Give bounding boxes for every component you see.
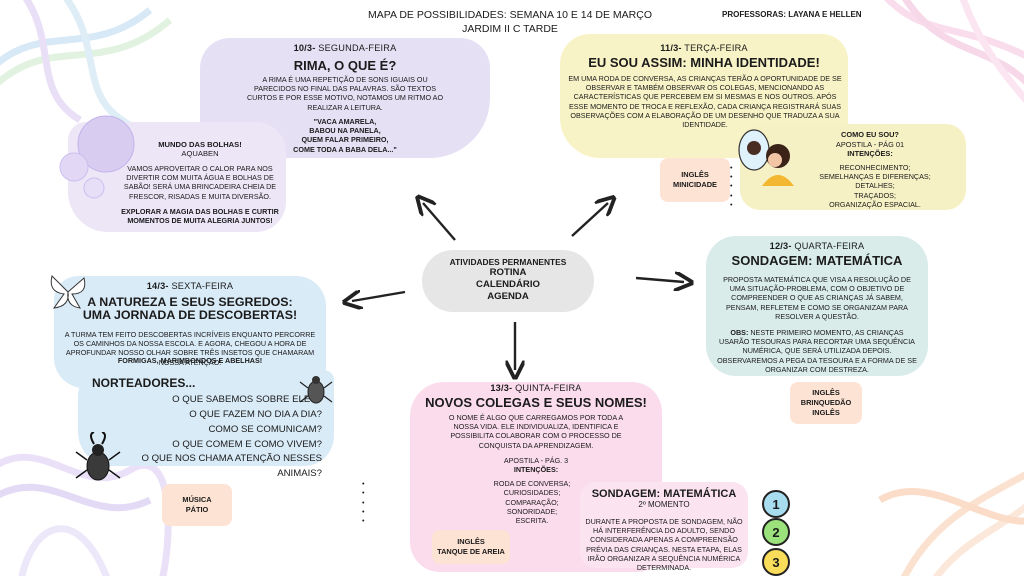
list-item: COMO SE COMUNICAM? <box>208 423 322 435</box>
identity-list: RECONHECIMENTO; SEMELHANÇAS E DIFERENÇAS… <box>730 163 950 209</box>
beetle-icon <box>299 376 333 404</box>
friday-card-lower <box>78 370 334 466</box>
list-item: O QUE NOS CHAMA ATENÇÃO NESSES ANIMAIS? <box>141 453 322 480</box>
friday-insects: FORMIGAS, MARIMBONDOS E ABELHAS! <box>117 356 263 365</box>
friday-title: A NATUREZA E SEUS SEGREDOS:UMA JORNADA D… <box>82 295 298 323</box>
center-text: ATIVIDADES PERMANENTES ROTINA CALENDÁRIO… <box>449 257 567 302</box>
list-item: RODA DE CONVERSA; <box>362 479 632 489</box>
list-item: CURIOSIDADES; <box>362 488 632 498</box>
tuesday-date: 11/3- TERÇA-FEIRA <box>660 43 748 53</box>
thursday-body: O NOME É ALGO QUE CARREGAMOS POR TODA A … <box>448 413 624 450</box>
sondagem-heading: SONDAGEM: MATEMÁTICA 2º MOMENTO <box>591 488 737 509</box>
thursday-date: 13/3- QUINTA-FEIRA <box>490 383 582 393</box>
tuesday-body: EM UMA RODA DE CONVERSA, AS CRIANÇAS TER… <box>568 74 842 130</box>
moth-icon <box>50 275 86 309</box>
monday-title: RIMA, O QUE É? <box>293 58 397 73</box>
tuesday-title: EU SOU ASSIM: MINHA IDENTIDADE! <box>588 55 820 70</box>
step-1-badge: 1 <box>762 490 790 518</box>
monday-date: 10/3- SEGUNDA-FEIRA <box>293 43 397 53</box>
arrow-monday <box>423 203 456 241</box>
header: MAPA DE POSSIBILIDADES: SEMANA 10 E 14 D… <box>330 8 690 36</box>
list-item: ESCRITA. <box>362 516 632 526</box>
list-item: ORGANIZAÇÃO ESPACIAL. <box>730 200 950 209</box>
list-item: O QUE COMEM E COMO VIVEM? <box>172 438 322 450</box>
list-item: TRAÇADOS; <box>730 191 950 200</box>
thursday-heading: APOSTILA - PÁG. 3 INTENÇÕES: <box>503 456 569 475</box>
identity-heading: COMO EU SOU? APOSTILA - PÁG 01 INTENÇÕES… <box>835 130 905 159</box>
page-title: MAPA DE POSSIBILIDADES: SEMANA 10 E 14 D… <box>368 9 652 21</box>
thursday-title: NOVOS COLEGAS E SEUS NOMES! <box>425 395 647 410</box>
bubbles-heading: MUNDO DAS BOLHAS! AQUABEN <box>158 140 242 159</box>
step-2-badge: 2 <box>762 518 790 546</box>
wednesday-obs: OBS: NESTE PRIMEIRO MOMENTO, AS CRIANÇAS… <box>717 328 917 374</box>
teachers-label: PROFESSORAS: LAYANA E HELLEN <box>722 10 862 19</box>
page-subtitle: JARDIM II C TARDE <box>462 23 558 36</box>
sondagem-card <box>580 482 748 568</box>
arrow-tuesday <box>571 203 608 237</box>
friday-date: 14/3- SEXTA-FEIRA <box>146 281 234 291</box>
list-item: DETALHES; <box>730 181 950 190</box>
guides-title: NORTEADORES... <box>92 376 196 390</box>
wednesday-title: SONDAGEM: MATEMÁTICA <box>731 253 903 268</box>
list-item: SONORIDADE; <box>362 507 632 517</box>
monday-quote: "VACA AMARELA,BABOU NA PANELA,QUEM FALAR… <box>293 117 397 154</box>
stag-beetle-icon <box>75 432 121 481</box>
wednesday-body: PROPOSTA MATEMÁTICA QUE VISA A RESOLUÇÃO… <box>723 275 911 321</box>
bubbles-body: VAMOS APROVEITAR O CALOR PARA NOS DIVERT… <box>123 164 277 201</box>
mirror-girl-icon <box>738 129 794 186</box>
friday-body: A TURMA TEM FEITO DESCOBERTAS INCRÍVEIS … <box>64 330 316 367</box>
guides-questions: O QUE SABEMOS SOBRE ELES? O QUE FAZEM NO… <box>110 393 322 482</box>
bubbles-icon <box>59 115 135 199</box>
sondagem-body: DURANTE A PROPOSTA DE SONDAGEM, NÃO HÁ I… <box>585 517 743 573</box>
wednesday-date: 12/3- QUARTA-FEIRA <box>769 241 865 251</box>
wednesday-card <box>706 236 928 376</box>
monday-body: A RIMA É UMA REPETIÇÃO DE SONS IGUAIS OU… <box>246 75 444 112</box>
step-3-badge: 3 <box>762 548 790 576</box>
list-item: SEMELHANÇAS E DIFERENÇAS; <box>730 172 950 181</box>
arrow-friday <box>352 292 406 301</box>
arrow-wednesday <box>635 278 684 282</box>
center-card <box>422 250 594 312</box>
list-item: O QUE FAZEM NO DIA A DIA? <box>189 408 322 420</box>
list-item: COMPARAÇÃO; <box>362 498 632 508</box>
friday-card <box>54 276 326 388</box>
list-item: O QUE SABEMOS SOBRE ELES? <box>172 394 322 405</box>
bubbles-closing: EXPLORAR A MAGIA DAS BOLHAS E CURTIR MOM… <box>121 207 279 226</box>
list-item: RECONHECIMENTO; <box>730 163 950 172</box>
thursday-list: RODA DE CONVERSA; CURIOSIDADES; COMPARAÇ… <box>362 479 632 526</box>
